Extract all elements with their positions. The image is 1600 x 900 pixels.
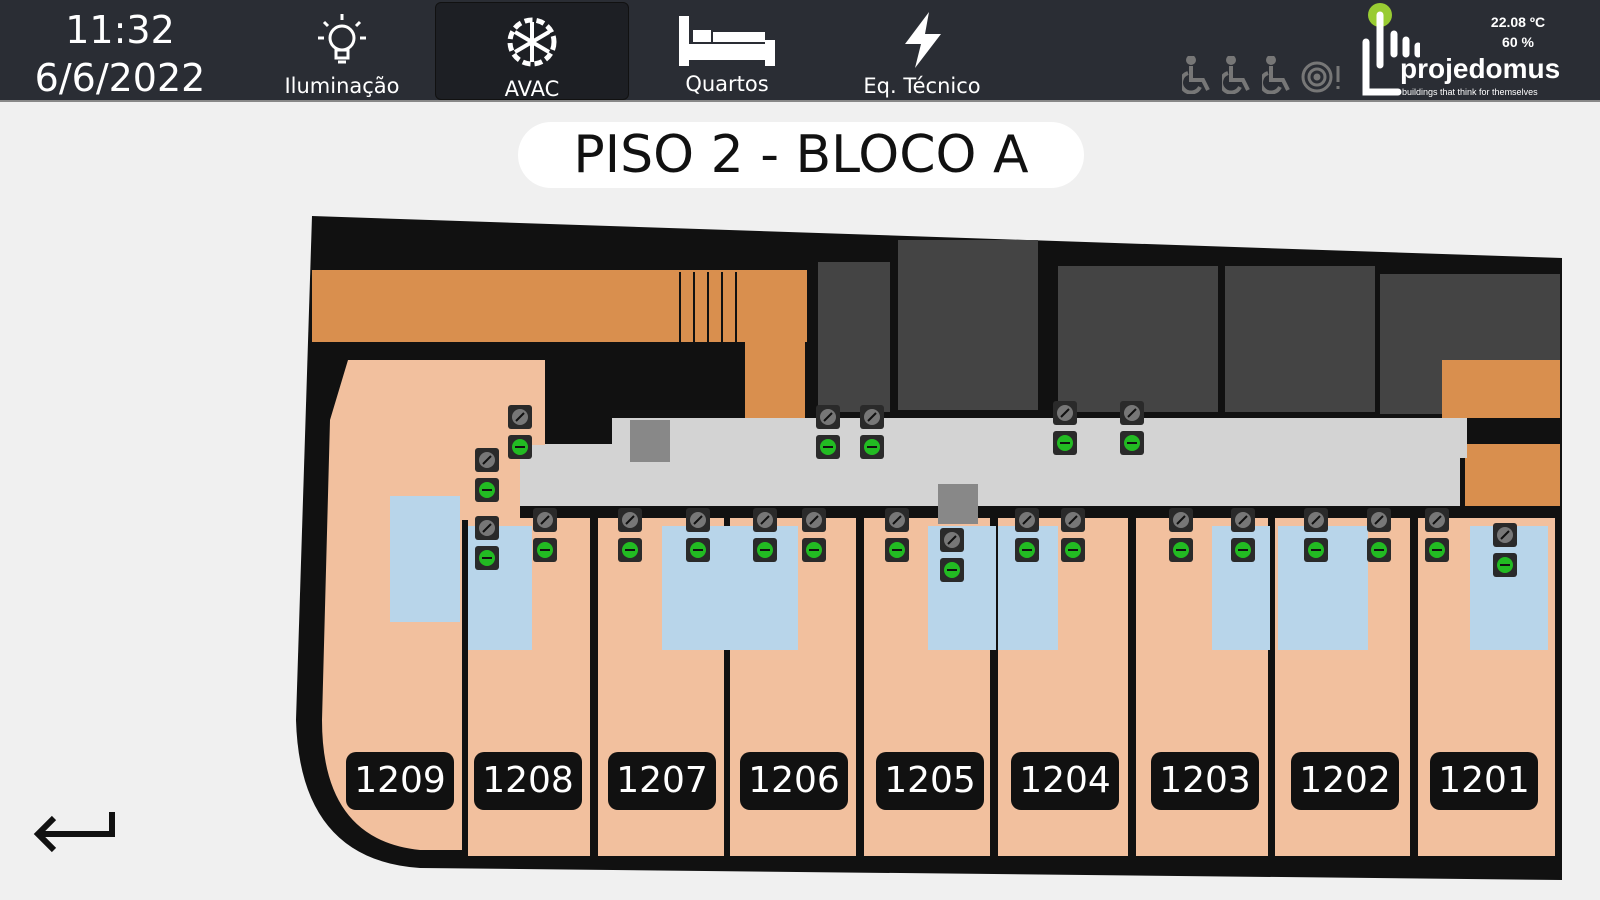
hvac-sensor[interactable] <box>1015 508 1039 562</box>
technical-room <box>818 262 890 412</box>
stair-area <box>745 270 805 430</box>
technical-room <box>1225 266 1375 412</box>
hvac-sensor[interactable] <box>1367 508 1391 562</box>
lightbulb-icon <box>318 14 366 64</box>
hvac-sensor[interactable] <box>1425 508 1449 562</box>
bathroom <box>468 526 532 650</box>
hvac-sensor[interactable] <box>1053 401 1077 455</box>
nav-avac[interactable]: AVAC <box>435 2 629 101</box>
room-label-1202[interactable]: 1202 <box>1291 752 1399 810</box>
hvac-sensor[interactable] <box>508 405 532 459</box>
vent-grille <box>630 420 670 462</box>
hvac-sensor[interactable] <box>1231 508 1255 562</box>
hvac-sensor[interactable] <box>802 508 826 562</box>
technical-room <box>1058 266 1218 412</box>
stair-area <box>1442 360 1560 418</box>
temperature: 22.08 ºC <box>1490 14 1546 30</box>
hvac-sensor[interactable] <box>686 508 710 562</box>
top-bar: 11:32 6/6/2022 Iluminação AVAC Quartos E… <box>0 0 1600 102</box>
wheelchair-icon <box>1182 56 1210 94</box>
logo-name: projedomus <box>1400 53 1561 84</box>
hvac-sensor[interactable] <box>885 508 909 562</box>
hvac-sensor[interactable] <box>1493 523 1517 577</box>
room-label-1207[interactable]: 1207 <box>608 752 716 810</box>
logo-tagline: buildings that think for themselves <box>1402 87 1538 97</box>
vent-grille <box>938 484 978 524</box>
hvac-sensor[interactable] <box>860 405 884 459</box>
nav-label: Iluminação <box>284 74 400 98</box>
nav-eq-tecnico[interactable]: Eq. Técnico <box>825 2 1019 100</box>
room-label-1204[interactable]: 1204 <box>1011 752 1119 810</box>
room-label-1209[interactable]: 1209 <box>346 752 454 810</box>
nav-iluminacao[interactable]: Iluminação <box>245 2 439 100</box>
hvac-sensor[interactable] <box>940 528 964 582</box>
hvac-sensor[interactable] <box>1304 508 1328 562</box>
stair-area <box>312 270 807 342</box>
hvac-sensor[interactable] <box>816 405 840 459</box>
humidity: 60 % <box>1502 34 1534 50</box>
time: 11:32 <box>65 8 175 52</box>
bed-icon <box>679 16 775 66</box>
projedomus-logo-mark <box>1362 3 1420 96</box>
environment-readout: 22.08 ºC 60 % <box>1478 12 1558 52</box>
hvac-sensor[interactable] <box>475 448 499 502</box>
nav-label: AVAC <box>504 77 560 101</box>
room-label-1201[interactable]: 1201 <box>1430 752 1538 810</box>
wheelchair-icon <box>1222 56 1250 94</box>
technical-room <box>898 240 1038 410</box>
hvac-sensor[interactable] <box>1169 508 1193 562</box>
nav-label: Quartos <box>685 72 769 96</box>
room-label-1206[interactable]: 1206 <box>740 752 848 810</box>
hvac-sensor[interactable] <box>533 508 557 562</box>
room-label-1205[interactable]: 1205 <box>876 752 984 810</box>
hvac-sensor[interactable] <box>1120 401 1144 455</box>
nav-label: Eq. Técnico <box>863 74 981 98</box>
nav-quartos[interactable]: Quartos <box>630 2 824 100</box>
floor-title: PISO 2 - BLOCO A <box>518 122 1084 188</box>
snowflake-gear-icon <box>507 17 557 67</box>
hvac-sensor[interactable] <box>1061 508 1085 562</box>
room-label-1208[interactable]: 1208 <box>474 752 582 810</box>
corridor <box>612 418 1467 458</box>
hvac-sensor[interactable] <box>475 516 499 570</box>
clock: 11:32 6/6/2022 <box>20 6 220 102</box>
lightning-icon <box>905 12 941 68</box>
hvac-sensor[interactable] <box>753 508 777 562</box>
room-label-1203[interactable]: 1203 <box>1151 752 1259 810</box>
wheelchair-icon <box>1262 56 1290 94</box>
bathroom <box>390 496 460 622</box>
alarm-sensor-icon <box>1301 61 1340 93</box>
back-arrow-icon[interactable] <box>32 810 116 860</box>
date: 6/6/2022 <box>34 56 206 100</box>
hvac-sensor[interactable] <box>618 508 642 562</box>
stair-area <box>1465 444 1560 506</box>
